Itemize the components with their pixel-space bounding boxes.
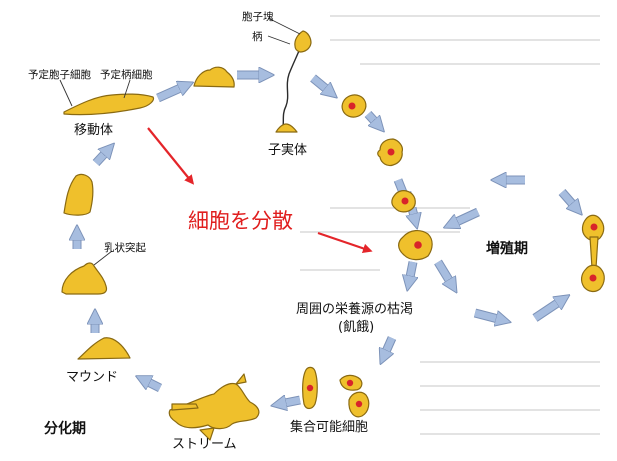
nucleus <box>401 197 409 205</box>
leader-lines <box>59 17 301 266</box>
label-prespore-cell: 予定胞子細胞 <box>28 68 91 81</box>
labels: 胞子塊 柄 子実体 予定胞子細胞 予定柄細胞 移動体 乳状突起 マウンド ストリ… <box>28 10 528 452</box>
arrow-spore-to-amoeba1 <box>364 110 378 125</box>
arrow-right-loop-up2 <box>558 189 576 208</box>
cells <box>61 30 605 441</box>
label-papilla: 乳状突起 <box>104 241 146 254</box>
nucleus <box>346 379 354 387</box>
arrow-starvation-to-aggregation <box>384 336 397 356</box>
label-prestalk-cell: 予定柄細胞 <box>100 68 153 81</box>
stream-shape <box>168 382 260 430</box>
nucleus <box>590 223 598 231</box>
nucleus <box>306 384 314 392</box>
fruiting-body-base <box>275 123 298 133</box>
label-proliferation-phase: 増殖期 <box>486 240 528 257</box>
label-differentiation-phase: 分化期 <box>44 420 86 437</box>
arrow-migrating-to-culmination <box>156 86 185 103</box>
dispersal-arrows <box>147 127 373 254</box>
arrow-right-to-center <box>452 207 480 224</box>
nucleus <box>589 274 597 282</box>
label-nutrient-depletion: 周囲の栄養源の枯渇 <box>296 301 413 317</box>
finger-shape <box>63 173 94 216</box>
arrow-fruiting-to-spore <box>310 74 330 92</box>
migrating-body-shape <box>63 93 155 116</box>
arrow-center-to-bottom-right <box>434 259 452 285</box>
arrow-right-loop-up1 <box>532 300 562 322</box>
label-fruiting-body: 子実体 <box>268 142 307 158</box>
nuclei <box>306 102 598 408</box>
label-starvation: (飢餓) <box>338 320 374 335</box>
cycle-arrows <box>77 75 576 404</box>
dispersal-arrow-2 <box>317 231 373 254</box>
dividing-cell-bridge <box>589 236 599 269</box>
tipped-mound-shape <box>61 262 108 295</box>
arrow-right-loop-bottom <box>473 308 502 320</box>
nucleus <box>387 148 395 156</box>
background-text-lines <box>300 15 600 435</box>
arrow-amoeba2-to-center <box>412 206 415 220</box>
arrow-aggregation-to-stream <box>280 400 301 404</box>
nucleus <box>414 241 422 249</box>
dispersal-arrow-1 <box>147 127 195 185</box>
label-spore-mass: 胞子塊 <box>242 10 274 23</box>
label-cell-dispersal: 細胞を分散 <box>188 209 293 233</box>
stream-tendril-3 <box>235 373 247 385</box>
stream-tendril-1 <box>171 403 199 411</box>
mound-shape <box>77 337 131 360</box>
label-migrating-body: 移動体 <box>74 123 113 138</box>
label-mound: マウンド <box>66 370 118 385</box>
culmination-shape <box>193 66 235 88</box>
label-stream: ストリーム <box>172 437 237 452</box>
label-aggregation-competent: 集合可能細胞 <box>290 419 368 435</box>
fruiting-body-spore-mass <box>294 30 312 53</box>
nucleus <box>348 102 356 110</box>
arrow-finger-to-migrating <box>92 150 108 167</box>
arrow-center-to-starvation <box>409 261 413 282</box>
nucleus <box>355 400 363 408</box>
fruiting-body-stalk <box>282 45 302 127</box>
stream-tendril-2 <box>199 427 215 441</box>
arrow-stream-to-mound <box>144 380 163 393</box>
label-stalk: 柄 <box>252 30 263 43</box>
